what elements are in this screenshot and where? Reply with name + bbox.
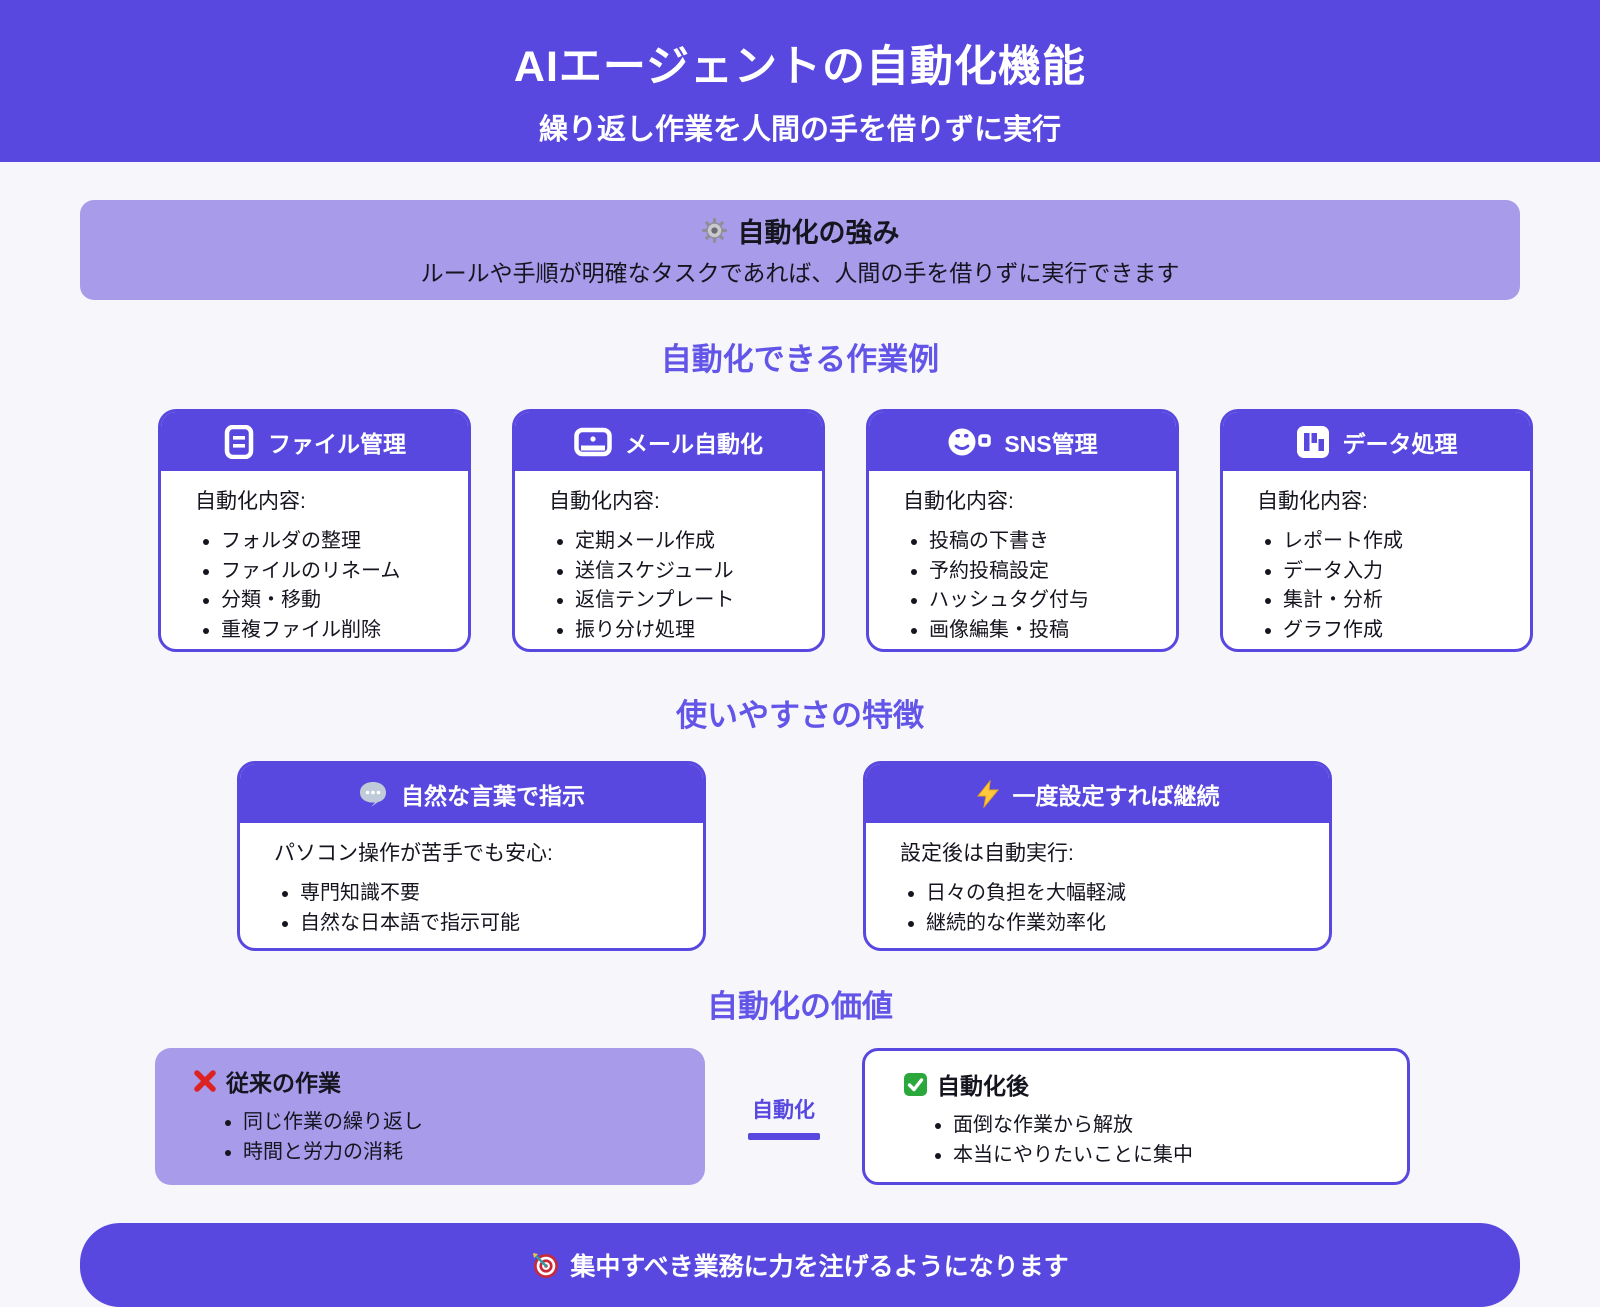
- card-list: 専門知識不要 自然な日本語で指示可能: [274, 879, 695, 938]
- file-icon: [223, 424, 255, 459]
- list-item: 日々の負担を大幅軽減: [926, 879, 1321, 909]
- mail-icon: [574, 427, 612, 457]
- card-list: 投稿の下書き 予約投稿設定 ハッシュタグ付与 画像編集・投稿: [903, 527, 1168, 645]
- card-list: 定期メール作成 送信スケジュール 返信テンプレート 振り分け処理: [549, 527, 814, 645]
- task-card-title: ファイル管理: [268, 430, 406, 457]
- task-card-sns: SNS管理 自動化内容: 投稿の下書き 予約投稿設定 ハッシュタグ付与 画像編集…: [866, 409, 1179, 652]
- task-card-sns-header: SNS管理: [869, 412, 1176, 471]
- list-item: グラフ作成: [1283, 616, 1522, 646]
- task-card-file: ファイル管理 自動化内容: フォルダの整理 ファイルのリネーム 分類・移動 重複…: [158, 409, 471, 652]
- card-lead: 自動化内容:: [195, 490, 306, 513]
- list-item: フォルダの整理: [221, 527, 460, 557]
- task-card-body: 自動化内容: レポート作成 データ入力 集計・分析 グラフ作成: [1223, 471, 1530, 649]
- footer-text: 集中すべき業務に力を注げるようになります: [570, 1253, 1069, 1281]
- task-card-title: メール自動化: [625, 430, 763, 457]
- target-icon: [531, 1251, 559, 1279]
- task-card-body: 自動化内容: 投稿の下書き 予約投稿設定 ハッシュタグ付与 画像編集・投稿: [869, 471, 1176, 649]
- footer-banner: 集中すべき業務に力を注げるようになります: [80, 1223, 1520, 1307]
- check-mark-icon: [903, 1072, 928, 1097]
- card-lead: 自動化内容:: [903, 490, 1014, 513]
- speech-balloon-icon: [358, 780, 388, 808]
- task-cards-row: ファイル管理 自動化内容: フォルダの整理 ファイルのリネーム 分類・移動 重複…: [158, 409, 1600, 652]
- feature-card-persistent: 一度設定すれば継続 設定後は自動実行: 日々の負担を大幅軽減 継続的な作業効率化: [863, 761, 1332, 951]
- automation-arrow: 自動化: [705, 1048, 862, 1185]
- section-title-features: 使いやすさの特徴: [676, 698, 924, 733]
- list-item: 投稿の下書き: [929, 527, 1168, 557]
- feature-card-persistent-header: 一度設定すれば継続: [866, 764, 1329, 823]
- feature-card-language: 自然な言葉で指示 パソコン操作が苦手でも安心: 専門知識不要 自然な日本語で指示…: [237, 761, 706, 951]
- value-comparison-row: 従来の作業 同じ作業の繰り返し 時間と労力の消耗 自動化 自動化後: [155, 1048, 1600, 1185]
- lightning-icon: [976, 779, 1000, 808]
- task-card-title: SNS管理: [1004, 430, 1098, 457]
- gear-icon: [701, 217, 728, 244]
- page-subtitle: 繰り返し作業を人間の手を借りずに実行: [538, 114, 1061, 146]
- strength-title-row: 自動化の強み: [80, 211, 1520, 250]
- arrow-bar: [747, 1132, 820, 1140]
- list-item: 時間と労力の消耗: [243, 1137, 705, 1167]
- card-list: 日々の負担を大幅軽減 継続的な作業効率化: [900, 879, 1321, 938]
- before-list: 同じ作業の繰り返し 時間と労力の消耗: [193, 1107, 705, 1167]
- page-title: AIエージェントの自動化機能: [513, 43, 1087, 91]
- list-item: ファイルのリネーム: [221, 557, 460, 587]
- list-item: 振り分け処理: [575, 616, 814, 646]
- task-card-body: 自動化内容: フォルダの整理 ファイルのリネーム 分類・移動 重複ファイル削除: [161, 471, 468, 649]
- feature-card-body: 設定後は自動実行: 日々の負担を大幅軽減 継続的な作業効率化: [866, 823, 1329, 948]
- list-item: 継続的な作業効率化: [926, 909, 1321, 939]
- task-card-mail: メール自動化 自動化内容: 定期メール作成 送信スケジュール 返信テンプレート …: [512, 409, 825, 652]
- strength-title: 自動化の強み: [737, 218, 900, 248]
- list-item: データ入力: [1283, 557, 1522, 587]
- sns-icon: [947, 426, 992, 458]
- feature-cards-row: 自然な言葉で指示 パソコン操作が苦手でも安心: 専門知識不要 自然な日本語で指示…: [237, 761, 1600, 951]
- list-item: 分類・移動: [221, 586, 460, 616]
- before-title-row: 従来の作業: [193, 1064, 705, 1098]
- feature-card-title: 一度設定すれば継続: [1012, 782, 1220, 809]
- task-card-title: データ処理: [1342, 430, 1458, 457]
- list-item: 重複ファイル削除: [221, 616, 460, 646]
- task-card-body: 自動化内容: 定期メール作成 送信スケジュール 返信テンプレート 振り分け処理: [515, 471, 822, 649]
- card-list: レポート作成 データ入力 集計・分析 グラフ作成: [1257, 527, 1522, 645]
- feature-card-language-header: 自然な言葉で指示: [240, 764, 703, 823]
- card-lead: 自動化内容:: [549, 490, 660, 513]
- strength-banner: 自動化の強み ルールや手順が明確なタスクであれば、人間の手を借りずに実行できます: [80, 200, 1520, 300]
- list-item: 送信スケジュール: [575, 557, 814, 587]
- after-title-row: 自動化後: [903, 1067, 1407, 1101]
- card-list: フォルダの整理 ファイルのリネーム 分類・移動 重複ファイル削除: [195, 527, 460, 645]
- before-box: 従来の作業 同じ作業の繰り返し 時間と労力の消耗: [155, 1048, 705, 1185]
- section-title-value: 自動化の価値: [707, 989, 893, 1024]
- card-lead: 設定後は自動実行:: [900, 842, 1074, 865]
- after-title: 自動化後: [937, 1073, 1029, 1099]
- after-box: 自動化後 面倒な作業から解放 本当にやりたいことに集中: [862, 1048, 1410, 1185]
- list-item: 同じ作業の繰り返し: [243, 1107, 705, 1137]
- feature-card-body: パソコン操作が苦手でも安心: 専門知識不要 自然な日本語で指示可能: [240, 823, 703, 948]
- list-item: 面倒な作業から解放: [953, 1110, 1407, 1140]
- list-item: 返信テンプレート: [575, 586, 814, 616]
- list-item: レポート作成: [1283, 527, 1522, 557]
- list-item: 予約投稿設定: [929, 557, 1168, 587]
- list-item: 画像編集・投稿: [929, 616, 1168, 646]
- after-list: 面倒な作業から解放 本当にやりたいことに集中: [903, 1110, 1407, 1170]
- task-card-mail-header: メール自動化: [515, 412, 822, 471]
- chart-icon: [1296, 425, 1330, 459]
- list-item: 本当にやりたいことに集中: [953, 1140, 1407, 1170]
- header-banner: AIエージェントの自動化機能 繰り返し作業を人間の手を借りずに実行: [0, 0, 1600, 162]
- list-item: 自然な日本語で指示可能: [300, 909, 695, 939]
- list-item: 定期メール作成: [575, 527, 814, 557]
- feature-card-title: 自然な言葉で指示: [401, 782, 585, 809]
- before-title: 従来の作業: [226, 1070, 341, 1096]
- task-card-data: データ処理 自動化内容: レポート作成 データ入力 集計・分析 グラフ作成: [1220, 409, 1533, 652]
- section-title-tasks: 自動化できる作業例: [660, 342, 940, 377]
- task-card-data-header: データ処理: [1223, 412, 1530, 471]
- list-item: 集計・分析: [1283, 586, 1522, 616]
- cross-mark-icon: [193, 1069, 217, 1093]
- list-item: 専門知識不要: [300, 879, 695, 909]
- list-item: ハッシュタグ付与: [929, 586, 1168, 616]
- strength-description: ルールや手順が明確なタスクであれば、人間の手を借りずに実行できます: [420, 260, 1180, 286]
- card-lead: パソコン操作が苦手でも安心:: [274, 842, 553, 865]
- card-lead: 自動化内容:: [1257, 490, 1368, 513]
- arrow-label-text: 自動化: [752, 1098, 815, 1122]
- task-card-file-header: ファイル管理: [161, 412, 468, 471]
